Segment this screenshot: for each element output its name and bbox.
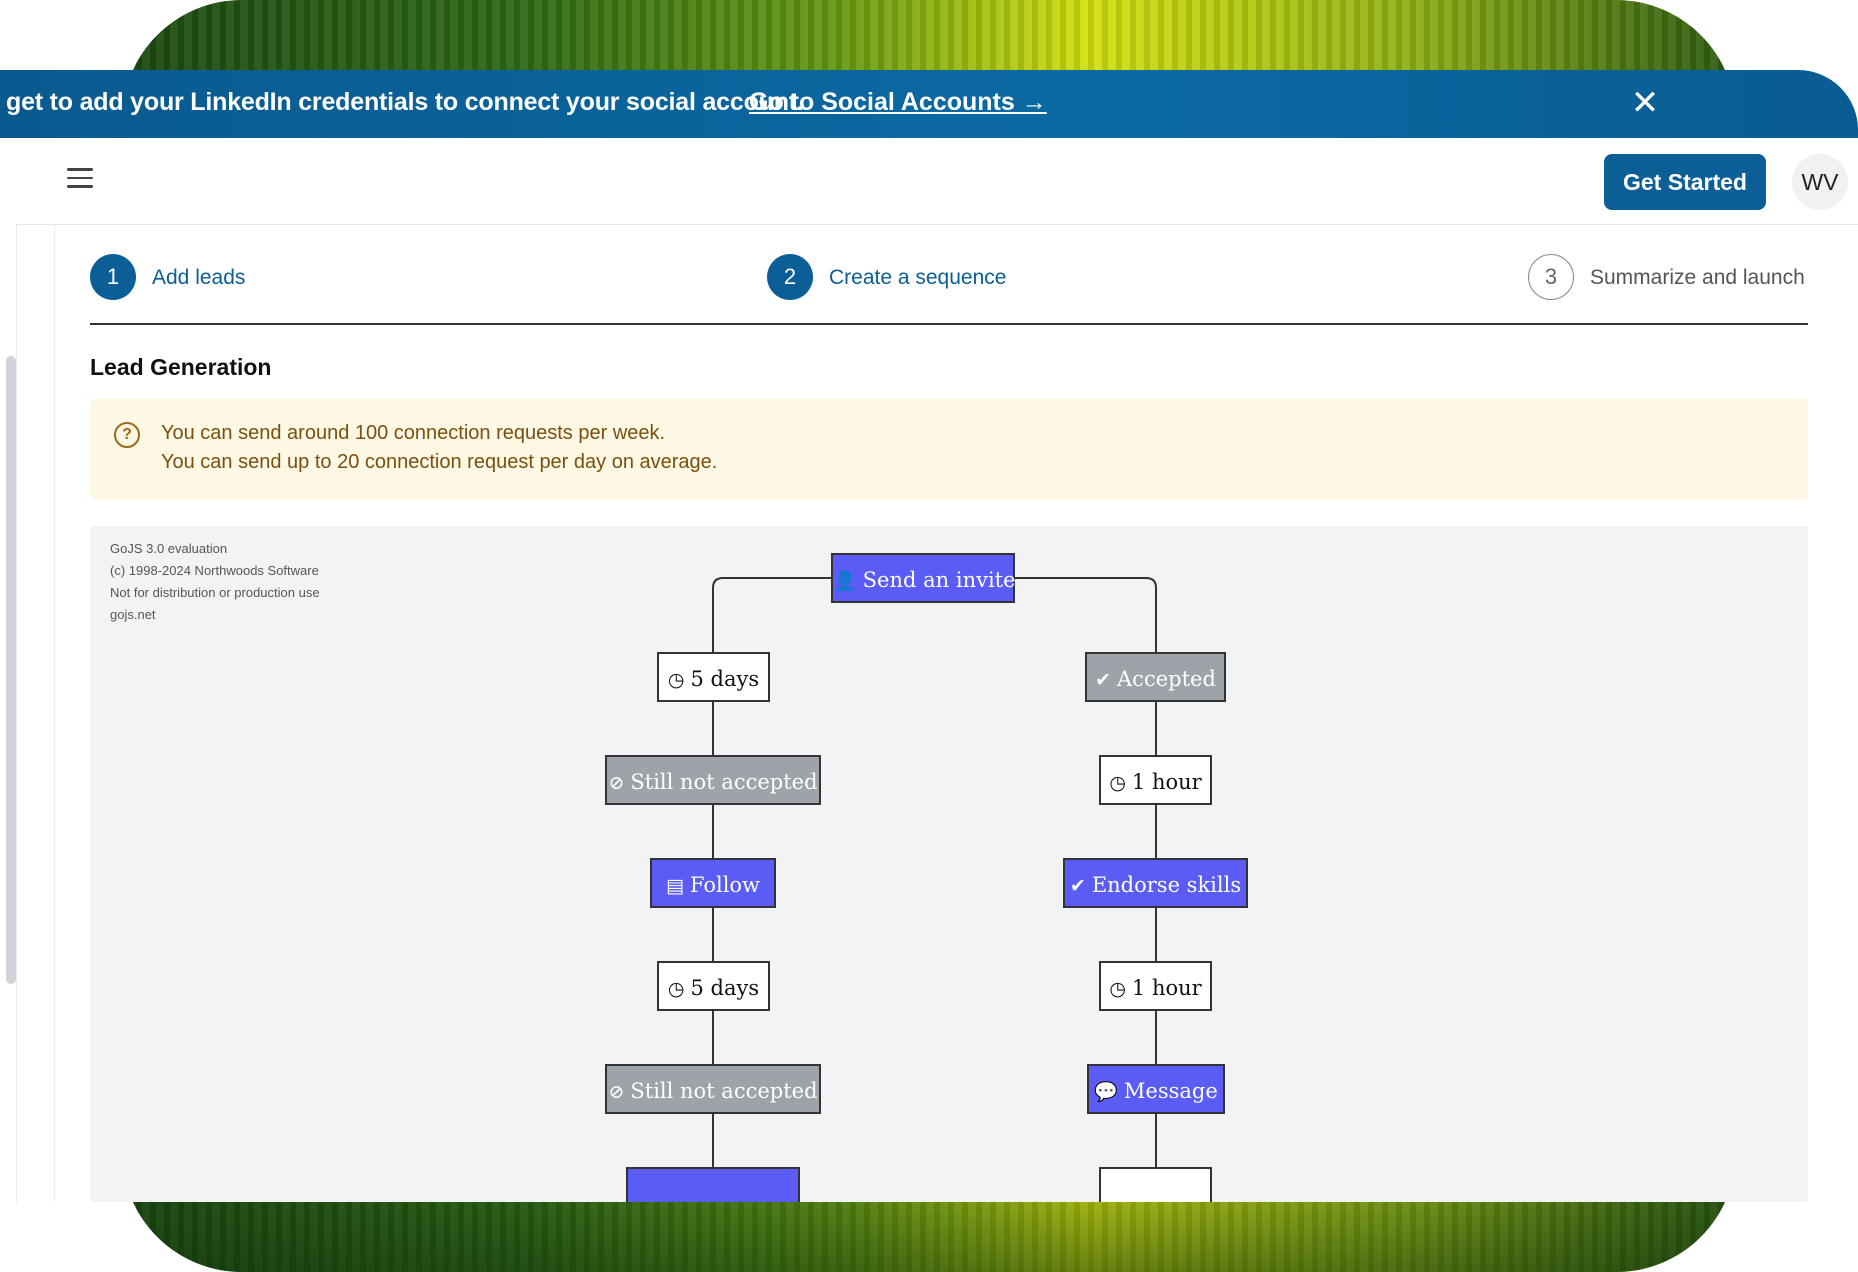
banner-message: get to add your LinkedIn credentials to … — [6, 88, 804, 116]
step-3-circle[interactable]: 3 — [1528, 254, 1574, 300]
node-label: Accepted — [1117, 667, 1216, 691]
diagram-links — [712, 577, 1157, 1202]
id-card-icon: ▤ — [665, 875, 684, 897]
comment-icon: 💬 — [1094, 1081, 1118, 1103]
question-circle-icon: ? — [114, 422, 140, 448]
node-follow[interactable]: ▤Follow — [650, 858, 776, 908]
user-icon: 👤 — [833, 570, 857, 592]
check-circle-icon: ✔ — [1095, 669, 1112, 691]
node-label: 1 hour — [1131, 770, 1202, 794]
step-1-circle[interactable]: 1 — [90, 254, 136, 300]
clock-icon: ◷ — [1109, 772, 1126, 794]
social-accounts-link[interactable]: Go to Social Accounts → — [749, 88, 1047, 116]
step-2-circle[interactable]: 2 — [767, 254, 813, 300]
avatar[interactable]: WV — [1792, 154, 1848, 210]
sequence-diagram[interactable]: GoJS 3.0 evaluation (c) 1998-2024 Northw… — [90, 526, 1808, 1202]
hamburger-icon[interactable] — [67, 168, 93, 190]
step-2-label[interactable]: Create a sequence — [829, 266, 1007, 289]
node-condition[interactable]: ⊘Still not accepted — [605, 755, 821, 805]
close-icon[interactable]: ✕ — [1630, 84, 1660, 122]
watermark-line: (c) 1998-2024 Northwoods Software — [110, 563, 319, 578]
content-border — [54, 224, 55, 1202]
node-condition[interactable]: ⊘Still not accepted — [605, 1064, 821, 1114]
node-partial[interactable] — [1099, 1167, 1212, 1202]
node-label: Send an invite — [862, 568, 1016, 592]
link-right — [1014, 577, 1157, 1202]
info-line-2: You can send up to 20 connection request… — [161, 451, 718, 473]
node-send-invite[interactable]: 👤Send an invite — [831, 553, 1016, 603]
watermark-line: Not for distribution or production use — [110, 585, 320, 600]
node-label: 1 hour — [1131, 976, 1202, 1000]
node-partial[interactable] — [626, 1167, 800, 1202]
node-wait[interactable]: ◷1 hour — [1099, 755, 1212, 805]
node-label: Still not accepted — [630, 1079, 818, 1103]
node-wait[interactable]: ◷5 days — [657, 961, 770, 1011]
top-navbar: Get Started WV — [16, 138, 1858, 225]
node-accepted[interactable]: ✔Accepted — [1085, 652, 1226, 702]
sidebar-edge — [16, 224, 17, 1202]
watermark-line: gojs.net — [110, 607, 156, 622]
app-window: get to add your LinkedIn credentials to … — [0, 70, 1858, 1202]
step-3-label[interactable]: Summarize and launch — [1590, 266, 1805, 289]
node-label: 5 days — [690, 976, 760, 1000]
notification-banner: get to add your LinkedIn credentials to … — [0, 70, 1858, 138]
info-line-1: You can send around 100 connection reque… — [161, 422, 666, 444]
section-title: Lead Generation — [90, 354, 272, 380]
scrollbar[interactable] — [6, 356, 16, 984]
info-alert: ? You can send around 100 connection req… — [90, 398, 1808, 500]
clock-icon: ◷ — [667, 669, 685, 691]
node-wait[interactable]: ◷5 days — [657, 652, 770, 702]
stepper-divider — [90, 323, 1808, 325]
check-circle-icon: ✔ — [1069, 875, 1086, 897]
node-label: 5 days — [690, 667, 760, 691]
ban-icon: ⊘ — [608, 1081, 625, 1103]
node-label: Endorse skills — [1091, 873, 1242, 897]
ban-icon: ⊘ — [608, 772, 625, 794]
get-started-button[interactable]: Get Started — [1604, 154, 1766, 210]
watermark-line: GoJS 3.0 evaluation — [110, 541, 228, 556]
node-endorse-skills[interactable]: ✔Endorse skills — [1063, 858, 1248, 908]
step-1-label[interactable]: Add leads — [152, 266, 246, 289]
node-wait[interactable]: ◷1 hour — [1099, 961, 1212, 1011]
gojs-watermark: GoJS 3.0 evaluation (c) 1998-2024 Northw… — [110, 538, 320, 626]
clock-icon: ◷ — [1109, 978, 1126, 1000]
node-message[interactable]: 💬Message — [1087, 1064, 1225, 1114]
node-label: Still not accepted — [630, 770, 818, 794]
clock-icon: ◷ — [667, 978, 685, 1000]
node-label: Follow — [689, 873, 761, 897]
node-label: Message — [1123, 1079, 1218, 1103]
link-left — [712, 577, 831, 1202]
